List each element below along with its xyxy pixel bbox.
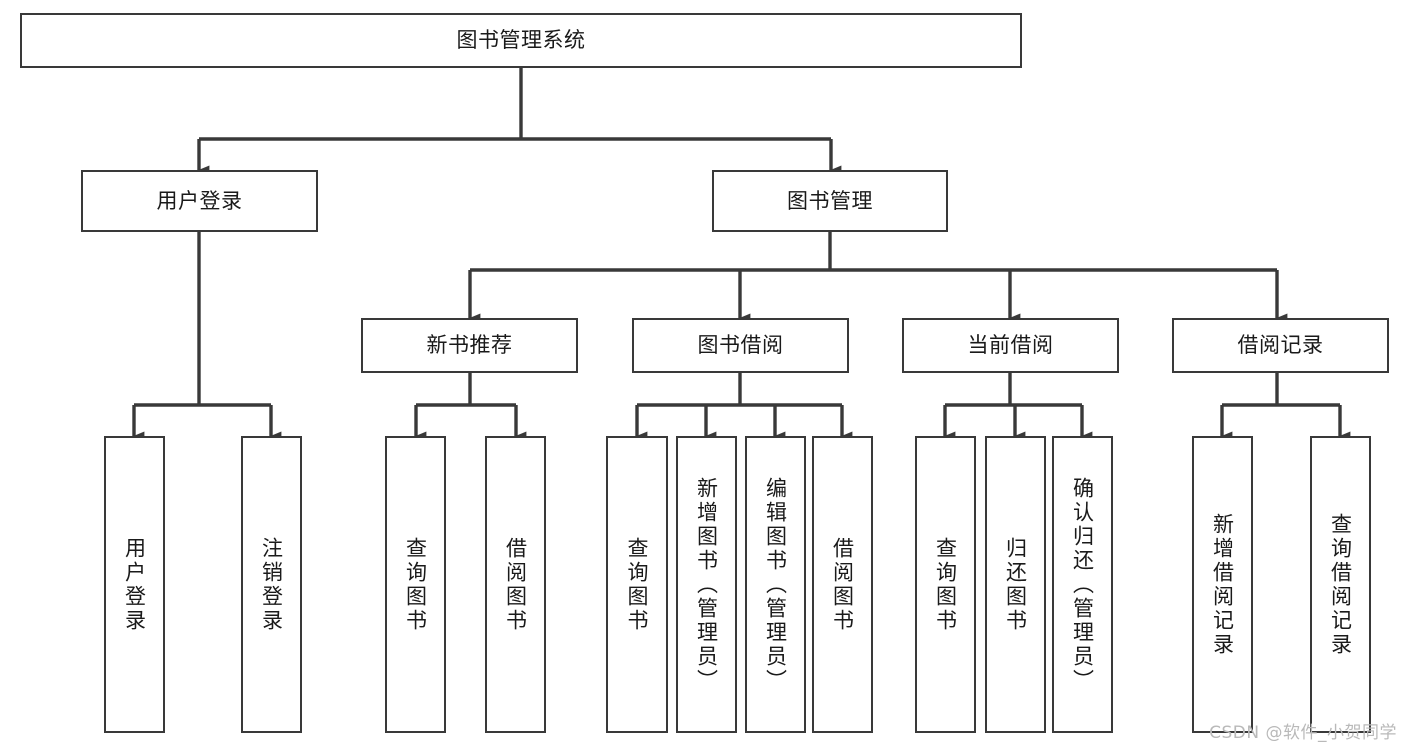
node-label-book-management: 图书管理	[787, 188, 873, 213]
node-label-borrow-records: 借阅记录	[1237, 333, 1324, 358]
node-leaf-confirm-return-admin[interactable]: 确认归还（管理员）	[1052, 436, 1113, 733]
node-leaf-user-logout[interactable]: 注销登录	[241, 436, 302, 733]
node-label-book-borrow: 图书借阅	[697, 333, 784, 358]
node-leaf-query-borrow-record[interactable]: 查询借阅记录	[1310, 436, 1371, 733]
connector-group-book-management	[468, 232, 1288, 323]
node-leaf-user-login[interactable]: 用户登录	[104, 436, 165, 733]
node-label-leaf-query-borrow-record: 查询借阅记录	[1328, 512, 1353, 657]
connector-group-new-book-recommend	[414, 373, 527, 441]
node-leaf-add-borrow-record[interactable]: 新增借阅记录	[1192, 436, 1253, 733]
connector-group-borrow-records	[1220, 373, 1351, 441]
node-label-leaf-query-book-recommend: 查询图书	[403, 536, 428, 633]
node-label-leaf-return-book: 归还图书	[1003, 536, 1028, 633]
connector-group-root	[197, 68, 842, 175]
node-leaf-edit-book-admin[interactable]: 编辑图书（管理员）	[745, 436, 806, 733]
node-label-current-borrow: 当前借阅	[967, 333, 1054, 358]
node-label-root: 图书管理系统	[456, 28, 586, 53]
node-leaf-borrow-book-recommend[interactable]: 借阅图书	[485, 436, 546, 733]
node-label-leaf-borrow-book: 借阅图书	[830, 536, 855, 633]
node-leaf-add-book-admin[interactable]: 新增图书（管理员）	[676, 436, 737, 733]
node-label-leaf-edit-book-admin: 编辑图书（管理员）	[763, 476, 788, 693]
node-label-leaf-confirm-return-admin: 确认归还（管理员）	[1070, 476, 1095, 693]
node-label-leaf-user-logout: 注销登录	[259, 536, 284, 633]
node-user-login[interactable]: 用户登录	[81, 170, 318, 232]
node-leaf-query-book-borrow[interactable]: 查询图书	[606, 436, 668, 733]
node-label-new-book-recommend: 新书推荐	[426, 333, 513, 358]
node-label-leaf-user-login: 用户登录	[122, 536, 147, 633]
node-label-leaf-add-borrow-record: 新增借阅记录	[1210, 512, 1235, 657]
node-leaf-borrow-book[interactable]: 借阅图书	[812, 436, 873, 733]
node-leaf-query-book-recommend[interactable]: 查询图书	[385, 436, 446, 733]
node-leaf-query-book-current[interactable]: 查询图书	[915, 436, 976, 733]
node-label-leaf-borrow-book-recommend: 借阅图书	[503, 536, 528, 633]
node-label-leaf-add-book-admin: 新增图书（管理员）	[694, 476, 719, 693]
node-label-leaf-query-book-borrow: 查询图书	[625, 536, 650, 633]
node-current-borrow[interactable]: 当前借阅	[902, 318, 1119, 373]
node-leaf-return-book[interactable]: 归还图书	[985, 436, 1046, 733]
node-root-system[interactable]: 图书管理系统	[20, 13, 1022, 68]
connector-group-user-login	[132, 232, 282, 441]
node-book-management[interactable]: 图书管理	[712, 170, 948, 232]
node-new-book-recommend[interactable]: 新书推荐	[361, 318, 578, 373]
connector-group-current-borrow	[943, 373, 1093, 441]
node-book-borrow[interactable]: 图书借阅	[632, 318, 849, 373]
node-label-user-login: 用户登录	[156, 188, 243, 213]
node-borrow-records[interactable]: 借阅记录	[1172, 318, 1389, 373]
connector-group-book-borrow	[635, 373, 853, 441]
node-label-leaf-query-book-current: 查询图书	[933, 536, 958, 633]
